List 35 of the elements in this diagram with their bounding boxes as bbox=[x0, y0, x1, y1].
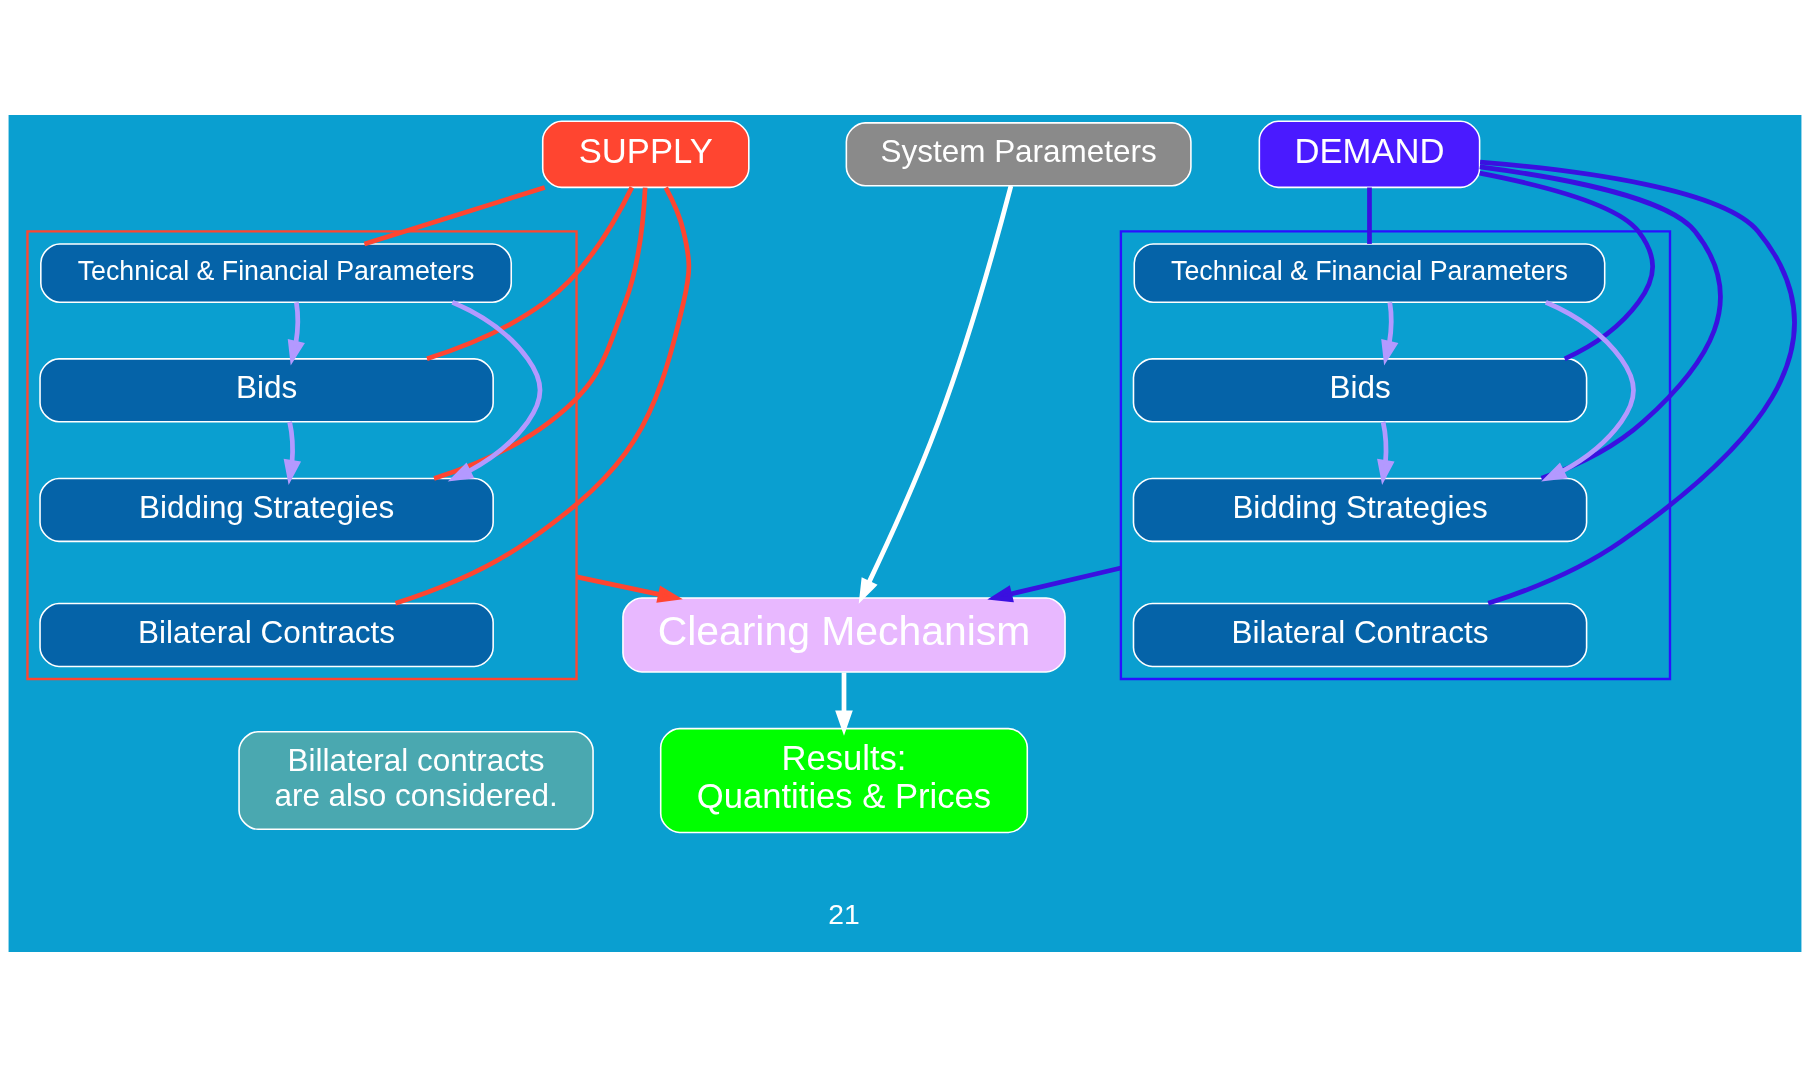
node-box: Bids bbox=[39, 358, 494, 423]
cluster bbox=[26, 230, 578, 681]
arrow bbox=[1541, 300, 1636, 482]
arrow bbox=[576, 574, 683, 603]
connector bbox=[363, 185, 546, 247]
arrow bbox=[835, 672, 853, 736]
node-box: Bids bbox=[1132, 358, 1588, 423]
arrow bbox=[858, 185, 1014, 604]
connector bbox=[433, 187, 648, 481]
node-box: Clearing Mechanism bbox=[622, 597, 1066, 673]
node-box: Bilateral Contracts bbox=[39, 602, 494, 668]
node-box: Bidding Strategies bbox=[1132, 477, 1588, 543]
node-box: DEMAND bbox=[1258, 120, 1481, 189]
connector bbox=[394, 186, 692, 606]
label: 21 bbox=[828, 898, 860, 931]
node-box: Technical & Financial Parameters bbox=[1133, 243, 1606, 303]
connector bbox=[426, 186, 634, 361]
node-box: System Parameters bbox=[845, 122, 1192, 187]
arrow bbox=[287, 301, 305, 366]
connector bbox=[1479, 159, 1797, 606]
node-box: Bidding Strategies bbox=[39, 477, 494, 543]
arrow bbox=[987, 565, 1122, 603]
node-box: SUPPLY bbox=[541, 120, 750, 189]
arrow bbox=[1381, 301, 1399, 366]
connector bbox=[1367, 187, 1372, 244]
connector bbox=[1479, 164, 1723, 481]
arrow bbox=[1377, 421, 1395, 486]
node-box: Results: Quantities & Prices bbox=[659, 727, 1029, 834]
cluster bbox=[1119, 230, 1672, 681]
node-box: Billateral contracts are also considered. bbox=[238, 730, 594, 831]
arrow bbox=[283, 421, 302, 486]
node-box: Technical & Financial Parameters bbox=[40, 243, 513, 303]
arrow bbox=[447, 300, 543, 482]
connector bbox=[1479, 170, 1655, 361]
node-box: Bilateral Contracts bbox=[1132, 602, 1588, 668]
